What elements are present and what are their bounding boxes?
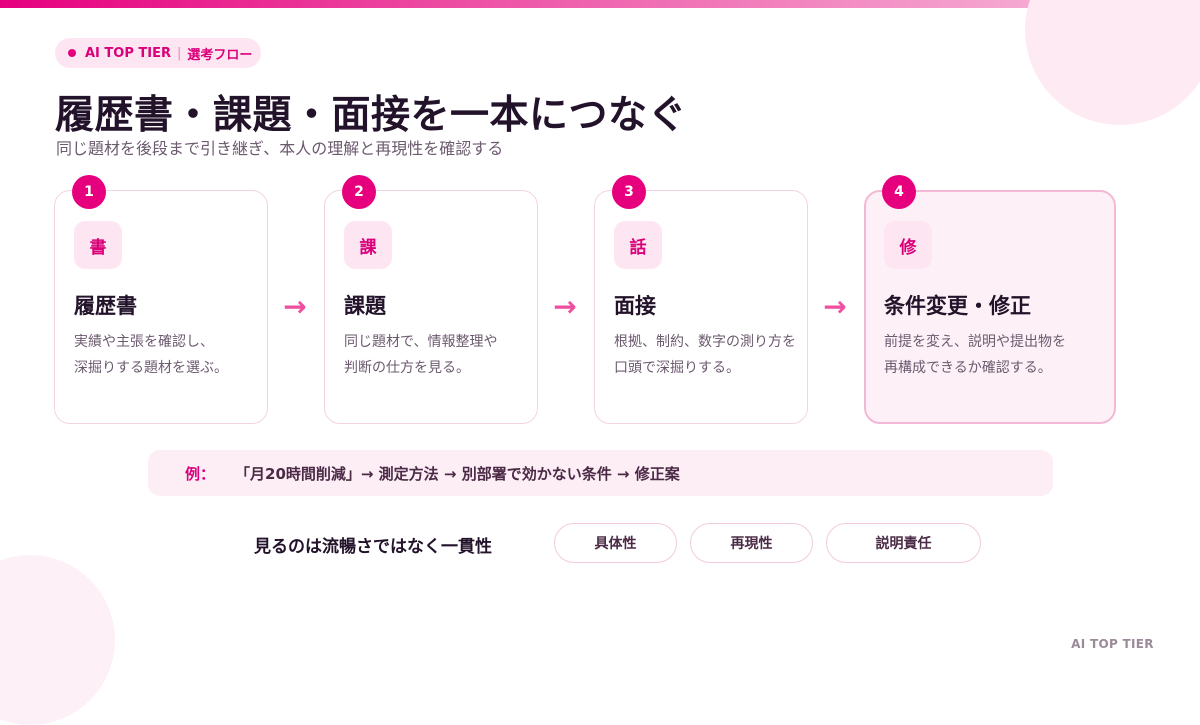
arrow-right-icon: →	[283, 290, 307, 323]
step-number-badge: 3	[612, 175, 646, 209]
badge-label: 選考フロー	[187, 47, 253, 63]
step-card-resume: 1 書 履歴書 実績や主張を確認し、 深掘りする題材を選ぶ。	[54, 175, 268, 424]
footer-brand: AI TOP TIER	[1071, 637, 1154, 651]
arrow-right-icon: →	[823, 290, 847, 323]
step-title: 課題	[344, 294, 386, 318]
badge-brand: AI TOP TIER	[85, 45, 171, 61]
step-number-badge: 4	[882, 175, 916, 209]
revision-icon: 修	[884, 221, 932, 269]
example-label: 例：	[185, 464, 216, 483]
step-description-line: 実績や主張を確認し、	[74, 334, 214, 350]
criteria-pill-specificity: 具体性	[554, 523, 677, 563]
focus-statement: 見るのは流暢さではなく一貫性	[254, 537, 492, 557]
step-description-line: 深掘りする題材を選ぶ。	[74, 360, 228, 376]
decorative-circle-bottom-left	[0, 555, 115, 725]
top-accent-bar	[0, 0, 1200, 8]
step-card-revision: 4 修 条件変更・修正 前提を変え、説明や提出物を 再構成できるか確認する。	[864, 175, 1116, 424]
arrow-right-icon: →	[553, 290, 577, 323]
step-number-badge: 2	[342, 175, 376, 209]
example-text: 「月20時間削減」→ 測定方法 → 別部署で効かない条件 → 修正案	[235, 464, 680, 483]
badge-dot-icon	[68, 49, 76, 57]
step-description-line: 判断の仕方を見る。	[344, 360, 470, 376]
example-banner: 例： 「月20時間削減」→ 測定方法 → 別部署で効かない条件 → 修正案	[148, 450, 1053, 496]
step-card-interview: 3 話 面接 根拠、制約、数字の測り方を 口頭で深掘りする。	[594, 175, 808, 424]
page-title: 履歴書・課題・面接を一本につなぐ	[55, 93, 688, 138]
document-icon: 書	[74, 221, 122, 269]
step-description: 実績や主張を確認し、 深掘りする題材を選ぶ。	[74, 329, 274, 381]
decorative-circle-top-right	[1025, 0, 1200, 125]
speech-icon: 話	[614, 221, 662, 269]
step-number-badge: 1	[72, 175, 106, 209]
assignment-icon: 課	[344, 221, 392, 269]
step-card-assignment: 2 課 課題 同じ題材で、情報整理や 判断の仕方を見る。	[324, 175, 538, 424]
badge-separator: |	[177, 45, 182, 61]
step-description: 前提を変え、説明や提出物を 再構成できるか確認する。	[884, 329, 1104, 381]
step-description: 根拠、制約、数字の測り方を 口頭で深掘りする。	[614, 329, 814, 381]
page-subtitle: 同じ題材を後段まで引き継ぎ、本人の理解と再現性を確認する	[56, 139, 504, 158]
step-description: 同じ題材で、情報整理や 判断の仕方を見る。	[344, 329, 544, 381]
step-title: 面接	[614, 294, 656, 318]
step-description-line: 前提を変え、説明や提出物を	[884, 334, 1066, 350]
step-title: 条件変更・修正	[884, 294, 1031, 318]
criteria-pill-reproducibility: 再現性	[690, 523, 813, 563]
criteria-pill-accountability: 説明責任	[826, 523, 981, 563]
step-description-line: 口頭で深掘りする。	[614, 360, 740, 376]
step-title: 履歴書	[74, 294, 137, 318]
step-description-line: 再構成できるか確認する。	[884, 360, 1052, 376]
step-description-line: 根拠、制約、数字の測り方を	[614, 334, 796, 350]
section-badge: AI TOP TIER | 選考フロー	[55, 38, 261, 68]
step-description-line: 同じ題材で、情報整理や	[344, 334, 498, 350]
